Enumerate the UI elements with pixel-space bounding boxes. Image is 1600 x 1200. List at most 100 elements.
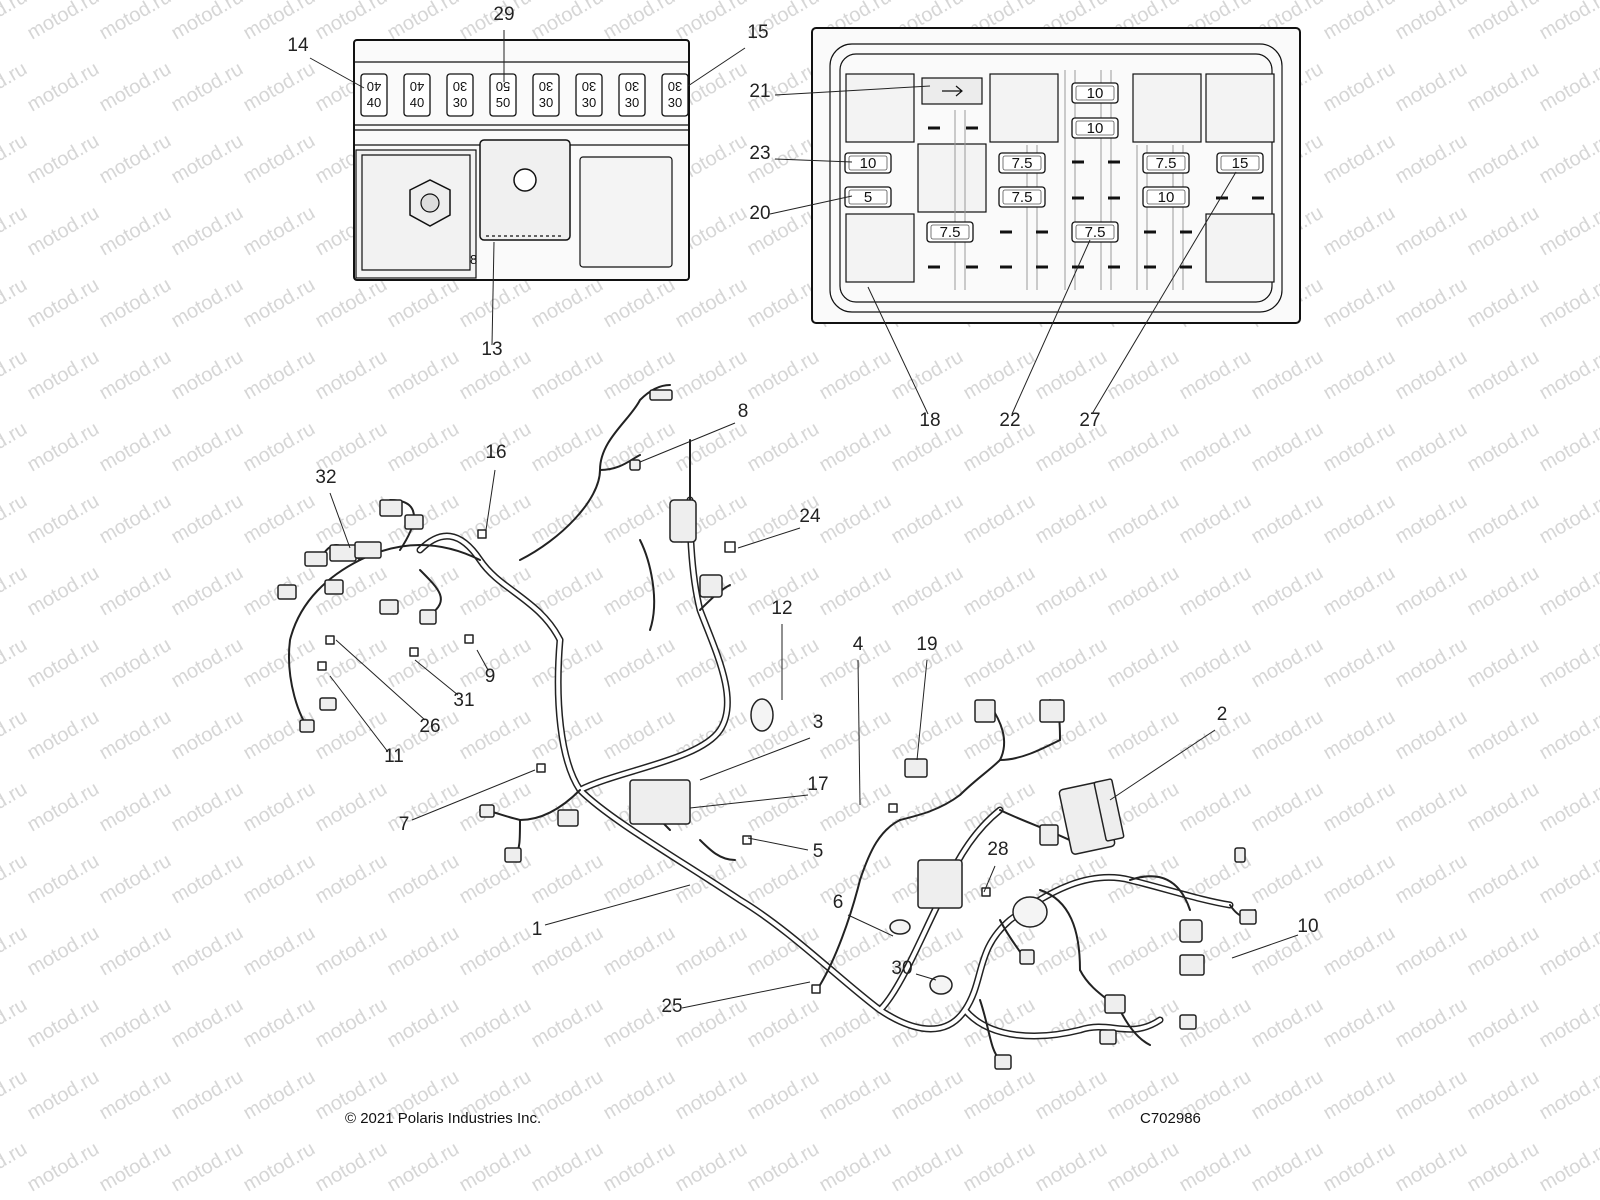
watermark-text: motod.ru xyxy=(24,130,103,189)
watermark-text: motod.ru xyxy=(1392,706,1471,765)
watermark-text: motod.ru xyxy=(1320,1066,1399,1125)
leader-line xyxy=(329,492,351,549)
watermark-text: motod.ru xyxy=(168,994,247,1053)
right-fuse: 10 xyxy=(844,152,892,174)
watermark-text: motod.ru xyxy=(1536,130,1600,189)
watermark-text: motod.ru xyxy=(168,562,247,621)
callout-label: 2 xyxy=(1217,704,1228,725)
watermark-text: motod.ru xyxy=(0,346,31,405)
watermark-text: motod.ru xyxy=(1464,922,1543,981)
leader-line xyxy=(485,469,496,531)
watermark-text: motod.ru xyxy=(672,418,751,477)
leader-line xyxy=(774,158,853,163)
watermark-text: motod.ru xyxy=(960,1138,1039,1197)
watermark-text: motod.ru xyxy=(1392,202,1471,261)
watermark-text: motod.ru xyxy=(312,346,391,405)
watermark-text: motod.ru xyxy=(1320,490,1399,549)
watermark-text: motod.ru xyxy=(744,1138,823,1197)
watermark-text: motod.ru xyxy=(1536,778,1600,837)
watermark-text: motod.ru xyxy=(1320,58,1399,117)
watermark-text: motod.ru xyxy=(1464,562,1543,621)
watermark-text: motod.ru xyxy=(1392,346,1471,405)
watermark-text: motod.ru xyxy=(600,634,679,693)
fuse-rating: 7.5 xyxy=(1012,155,1033,172)
watermark-text: motod.ru xyxy=(168,1066,247,1125)
watermark-text: motod.ru xyxy=(528,994,607,1053)
leader-line xyxy=(687,47,746,87)
leader-line xyxy=(1231,934,1299,959)
watermark-text: motod.ru xyxy=(240,130,319,189)
watermark-text: motod.ru xyxy=(1536,562,1600,621)
fuse-rating-bottom: 40 xyxy=(410,95,424,110)
watermark-text: motod.ru xyxy=(0,922,31,981)
callout-label: 30 xyxy=(891,958,912,979)
watermark-text: motod.ru xyxy=(24,850,103,909)
watermark-text: motod.ru xyxy=(96,1138,175,1197)
callout-label: 26 xyxy=(419,716,440,737)
watermark-text: motod.ru xyxy=(1104,634,1183,693)
leader-lines xyxy=(309,30,1299,1009)
leader-line xyxy=(847,914,894,937)
watermark-text: motod.ru xyxy=(960,634,1039,693)
watermark-text: motod.ru xyxy=(312,490,391,549)
leader-line xyxy=(867,286,929,415)
watermark-text: motod.ru xyxy=(96,0,175,44)
leader-line xyxy=(335,639,426,721)
watermark-text: motod.ru xyxy=(0,130,31,189)
leader-line xyxy=(689,794,809,809)
watermark-text: motod.ru xyxy=(1248,562,1327,621)
right-fuse-box xyxy=(811,27,1301,324)
fuse-rating-bottom: 30 xyxy=(453,95,467,110)
callout-label: 22 xyxy=(999,410,1020,431)
watermark-text: motod.ru xyxy=(96,994,175,1053)
callout-label: 27 xyxy=(1079,410,1100,431)
right-fuse: 7.5 xyxy=(1071,221,1119,243)
watermark-text: motod.ru xyxy=(24,994,103,1053)
fuse-rating-bottom: 30 xyxy=(668,95,682,110)
watermark-text: motod.ru xyxy=(168,778,247,837)
fuse-rating: 10 xyxy=(860,155,877,172)
watermark-text: motod.ru xyxy=(24,58,103,117)
watermark-text: motod.ru xyxy=(0,634,31,693)
watermark-text: motod.ru xyxy=(600,562,679,621)
watermark-text: motod.ru xyxy=(1320,274,1399,333)
leader-line xyxy=(681,981,811,1009)
watermark-text: motod.ru xyxy=(1536,922,1600,981)
watermark-text: motod.ru xyxy=(456,274,535,333)
box-small-mark: 8 xyxy=(470,252,477,267)
fuse-rating-top: 30 xyxy=(453,79,467,94)
watermark-text: motod.ru xyxy=(24,922,103,981)
fuse-rating-bottom: 50 xyxy=(496,95,510,110)
watermark-text: motod.ru xyxy=(96,274,175,333)
watermark-text: motod.ru xyxy=(312,850,391,909)
fuse-rating: 15 xyxy=(1232,155,1249,172)
watermark-text: motod.ru xyxy=(960,562,1039,621)
fuse-rating: 7.5 xyxy=(1085,224,1106,241)
watermark-text: motod.ru xyxy=(1248,346,1327,405)
watermark-text: motod.ru xyxy=(24,202,103,261)
fuse-rating: 7.5 xyxy=(1156,155,1177,172)
callout-label: 18 xyxy=(919,410,940,431)
callout-label: 8 xyxy=(738,401,749,422)
watermark-text: motod.ru xyxy=(1032,1138,1111,1197)
callout-label: 12 xyxy=(771,598,792,619)
watermark-text: motod.ru xyxy=(312,0,391,44)
watermark-text: motod.ru xyxy=(456,490,535,549)
callout-label: 25 xyxy=(661,996,682,1017)
watermark-text: motod.ru xyxy=(1320,202,1399,261)
watermark-text: motod.ru xyxy=(1032,346,1111,405)
watermark-text: motod.ru xyxy=(0,850,31,909)
watermark-text: motod.ru xyxy=(1392,0,1471,44)
fuse-rating-bottom: 40 xyxy=(367,95,381,110)
watermark-text: motod.ru xyxy=(672,346,751,405)
watermark-text: motod.ru xyxy=(1464,634,1543,693)
watermark-text: motod.ru xyxy=(456,922,535,981)
watermark-text: motod.ru xyxy=(1392,58,1471,117)
watermark-text: motod.ru xyxy=(1032,994,1111,1053)
watermark-text: motod.ru xyxy=(1536,1138,1600,1197)
watermark-text: motod.ru xyxy=(1320,994,1399,1053)
